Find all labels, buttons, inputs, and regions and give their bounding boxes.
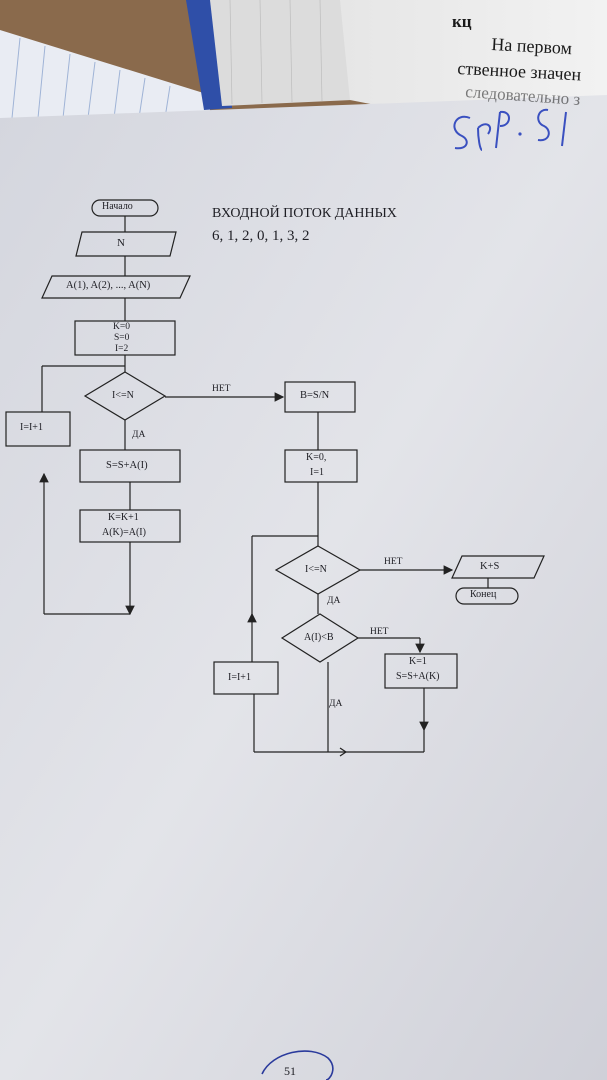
sum-step-label: S=S+A(I) xyxy=(106,460,148,471)
flowchart xyxy=(5,199,545,1080)
reset-k-label: K=0, xyxy=(306,452,327,463)
k-set-label: K=1 xyxy=(409,656,427,667)
worksheet-paper xyxy=(0,95,607,1080)
page-number-circle xyxy=(261,1050,334,1080)
cond1-yes-label: ДА xyxy=(132,430,146,440)
k-set-block xyxy=(384,653,458,689)
book-page-edge xyxy=(210,0,352,106)
cond1-no-label: НЕТ xyxy=(212,384,231,394)
page-number: 51 xyxy=(284,1064,296,1078)
input-n-label: N xyxy=(117,237,125,249)
ak-assign-label: A(K)=A(I) xyxy=(102,527,146,538)
cond2-label: I<=N xyxy=(305,564,327,575)
output-shape xyxy=(451,555,545,579)
input-array-shape xyxy=(41,275,191,299)
i-inc-right-block xyxy=(213,661,279,695)
start-label: Начало xyxy=(102,201,133,212)
output-label: K+S xyxy=(480,561,500,572)
reset-i-label: I=1 xyxy=(310,467,324,478)
input-stream-values: 6, 1, 2, 0, 1, 3, 2 xyxy=(212,228,310,244)
cond2-yes-label: ДА xyxy=(327,596,341,606)
init-i-label: I=2 xyxy=(115,344,129,354)
handwritten-note xyxy=(453,108,567,151)
reset-block xyxy=(284,449,358,483)
cond1-label: I<=N xyxy=(112,390,134,401)
b-assign-label: B=S/N xyxy=(300,390,330,401)
cond3-no-label: НЕТ xyxy=(370,627,389,637)
input-array-label: A(1), A(2), ..., A(N) xyxy=(66,280,151,291)
cond3-label: A(I)<B xyxy=(304,632,334,643)
init-s-label: S=0 xyxy=(114,333,130,343)
end-label: Конец xyxy=(470,589,497,600)
end-terminal xyxy=(455,587,519,605)
k-inc-label: K=K+1 xyxy=(108,512,139,523)
cond3-diamond xyxy=(280,613,360,663)
cond3-yes-label: ДА xyxy=(329,699,343,709)
book-text-line-1: На первом xyxy=(490,34,573,59)
init-k-label: K=0 xyxy=(113,322,130,332)
b-assign-block xyxy=(284,381,356,413)
sum2-label: S=S+A(K) xyxy=(396,671,440,682)
cond2-no-label: НЕТ xyxy=(384,557,403,567)
input-stream-title: ВХОДНОЙ ПОТОК ДАННЫХ xyxy=(212,206,397,221)
i-inc-left-block xyxy=(5,411,71,447)
book-header-mark: кц xyxy=(452,12,472,31)
i-inc-right-label: I=I+1 xyxy=(228,672,251,683)
input-n-shape xyxy=(75,231,177,257)
i-inc-left-label: I=I+1 xyxy=(20,422,43,433)
